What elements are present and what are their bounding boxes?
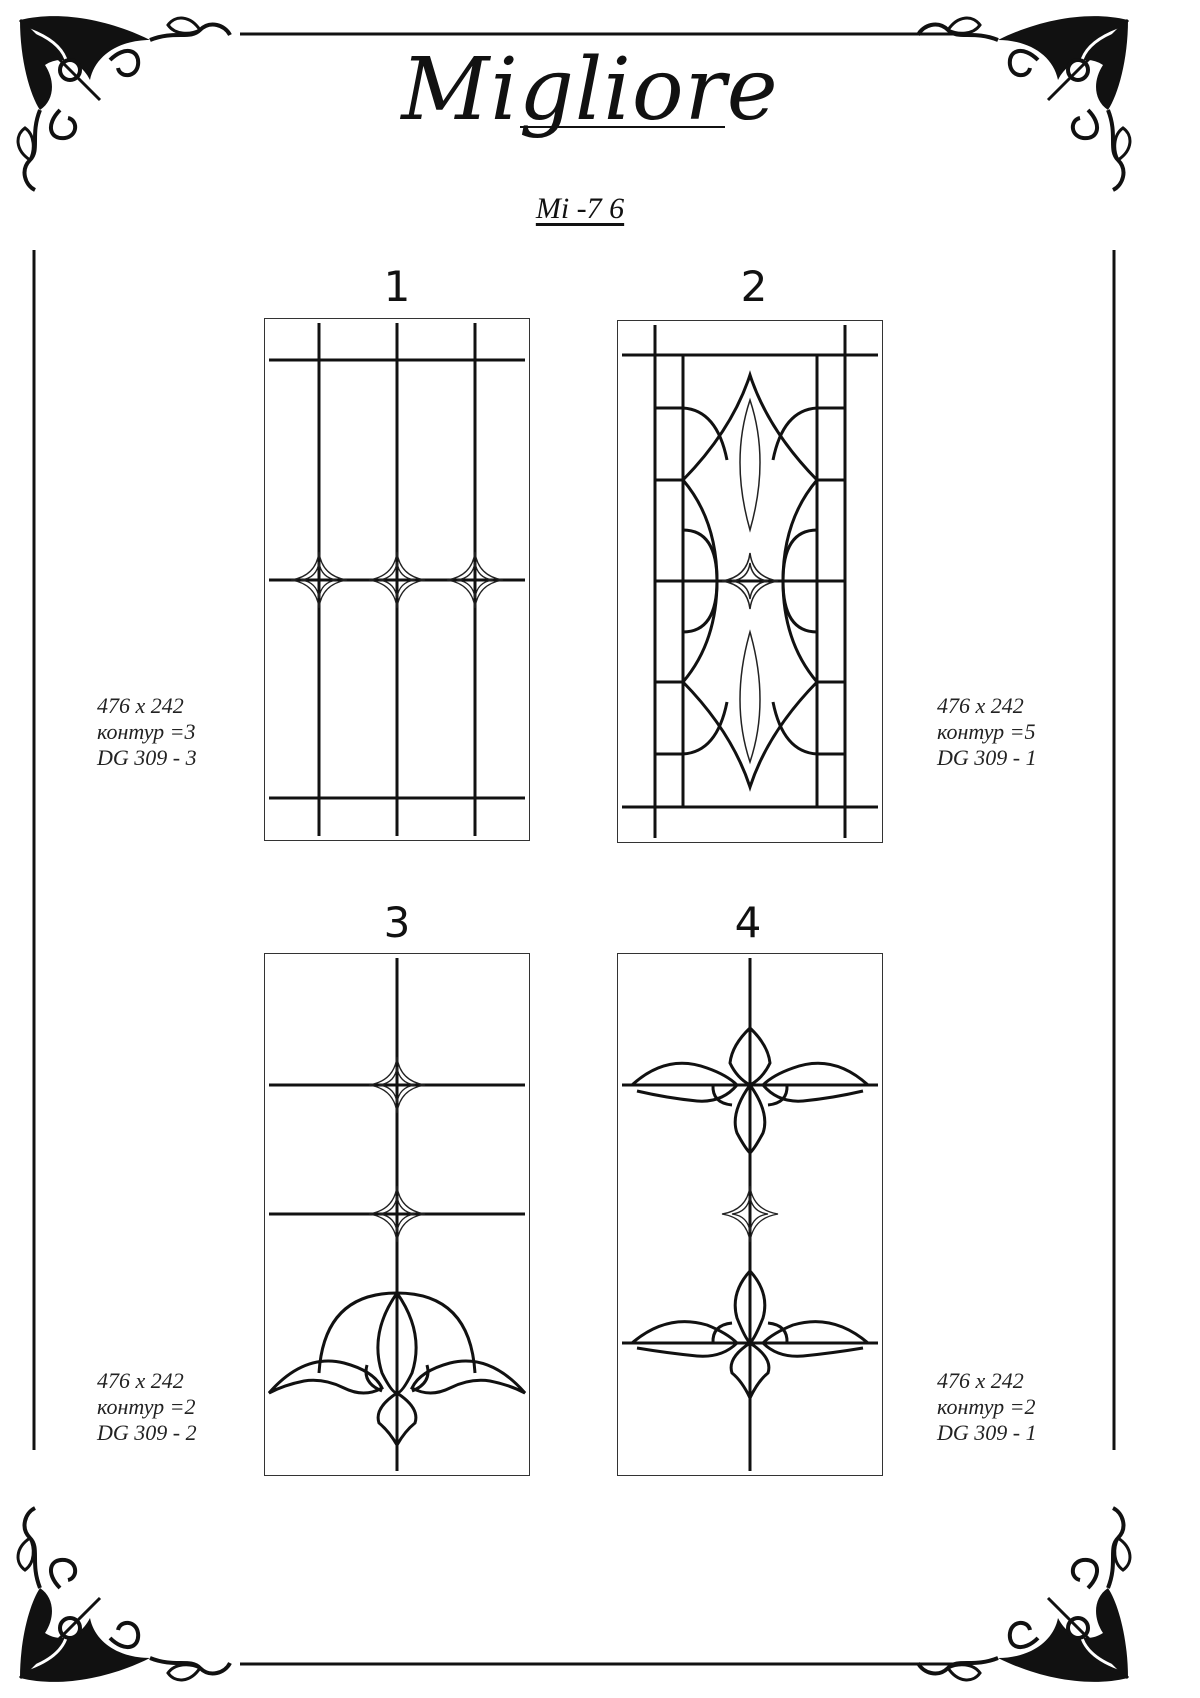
design-2-panel: [617, 320, 883, 843]
design-1-size: 476 x 242: [97, 693, 184, 718]
design-1-panel: [264, 318, 530, 841]
design-1-specs: 476 x 242 контур =3 DG 309 - 3: [97, 693, 197, 771]
brand-underline: [520, 126, 725, 128]
design-3-contour: контур =2: [97, 1394, 196, 1419]
design-1-code: DG 309 - 3: [97, 745, 197, 770]
design-4-code: DG 309 - 1: [937, 1420, 1037, 1445]
design-3-panel: [264, 953, 530, 1476]
model-code: Mi -7 6: [535, 192, 625, 225]
brand-title: Migliore: [401, 40, 779, 140]
design-2-number: 2: [740, 262, 768, 311]
design-3-specs: 476 x 242 контур =2 DG 309 - 2: [97, 1368, 197, 1446]
design-2-contour: контур =5: [937, 719, 1036, 744]
design-2-size: 476 x 242: [937, 693, 1024, 718]
design-4-panel: [617, 953, 883, 1476]
design-3-code: DG 309 - 2: [97, 1420, 197, 1445]
design-4-size: 476 x 242: [937, 1368, 1024, 1393]
design-4-number: 4: [734, 898, 762, 947]
blank-area: [410, 1560, 705, 1660]
design-1-number: 1: [383, 262, 411, 311]
design-4-contour: контур =2: [937, 1394, 1036, 1419]
design-2-specs: 476 x 242 контур =5 DG 309 - 1: [937, 693, 1037, 771]
design-2-code: DG 309 - 1: [937, 745, 1037, 770]
design-3-size: 476 x 242: [97, 1368, 184, 1393]
design-4-specs: 476 x 242 контур =2 DG 309 - 1: [937, 1368, 1037, 1446]
design-3-number: 3: [383, 898, 411, 947]
design-1-contour: контур =3: [97, 719, 196, 744]
